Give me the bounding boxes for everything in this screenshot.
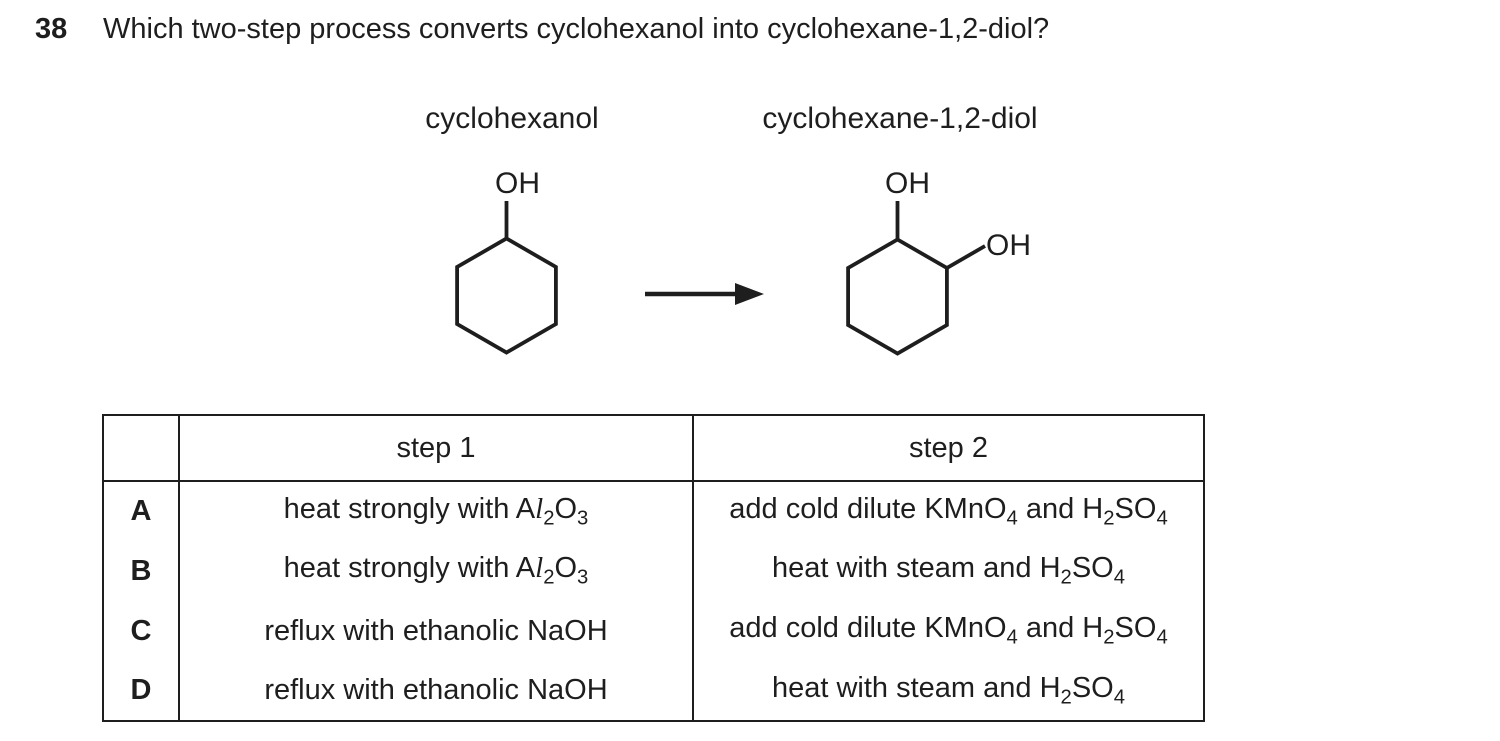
diol-hexagon	[846, 237, 949, 356]
option-letter-b: B	[102, 541, 180, 601]
reactant-label: cyclohexanol	[425, 102, 598, 135]
option-letter-c: C	[102, 601, 180, 661]
reaction-arrow-head	[735, 283, 764, 305]
cyclohexanol-hexagon	[455, 236, 558, 355]
option-letter-d: D	[102, 661, 180, 721]
option-a-step1: heat strongly with Al2O3	[178, 481, 694, 541]
diol-oh-right-bond	[945, 244, 986, 270]
option-row-b: B heat strongly with Al2O3 heat with ste…	[102, 541, 1205, 601]
corner-header-cell	[102, 415, 180, 482]
option-row-d: D reflux with ethanolic NaOH heat with s…	[102, 661, 1205, 721]
option-b-step1: heat strongly with Al2O3	[178, 541, 694, 601]
option-d-step2: heat with steam and H2SO4	[692, 661, 1205, 721]
option-c-step1: reflux with ethanolic NaOH	[178, 601, 694, 661]
step1-header: step 1	[178, 415, 694, 482]
diol-oh-top-label: OH	[885, 167, 930, 200]
option-letter-a: A	[102, 481, 180, 541]
cyclohexanol-structure: OH	[455, 167, 558, 355]
options-table-wrap: step 1 step 2 A heat strongly with Al2O3…	[102, 414, 1205, 722]
option-d-step1: reflux with ethanolic NaOH	[178, 661, 694, 721]
option-row-a: A heat strongly with Al2O3 add cold dilu…	[102, 481, 1205, 541]
question-text: Which two-step process converts cyclohex…	[103, 13, 1050, 45]
product-label: cyclohexane-1,2-diol	[762, 102, 1037, 135]
options-table: step 1 step 2 A heat strongly with Al2O3…	[102, 414, 1205, 722]
diol-oh-right-label: OH	[986, 229, 1031, 262]
cyclohexanol-oh-label: OH	[495, 167, 540, 200]
cyclohexanediol-structure: OH OH	[846, 167, 1031, 356]
option-b-step2: heat with steam and H2SO4	[692, 541, 1205, 601]
question-line: 38 Which two-step process converts cycloh…	[35, 11, 1435, 47]
reaction-scheme: cyclohexanol cyclohexane-1,2-diol OH OH …	[425, 102, 1038, 356]
step2-header: step 2	[692, 415, 1205, 482]
table-header-row: step 1 step 2	[102, 415, 1205, 482]
option-a-step2: add cold dilute KMnO4 and H2SO4	[692, 481, 1205, 541]
question-number: 38	[35, 13, 68, 45]
option-c-step2: add cold dilute KMnO4 and H2SO4	[692, 601, 1205, 661]
option-row-c: C reflux with ethanolic NaOH add cold di…	[102, 601, 1205, 661]
reaction-arrow	[645, 283, 764, 305]
